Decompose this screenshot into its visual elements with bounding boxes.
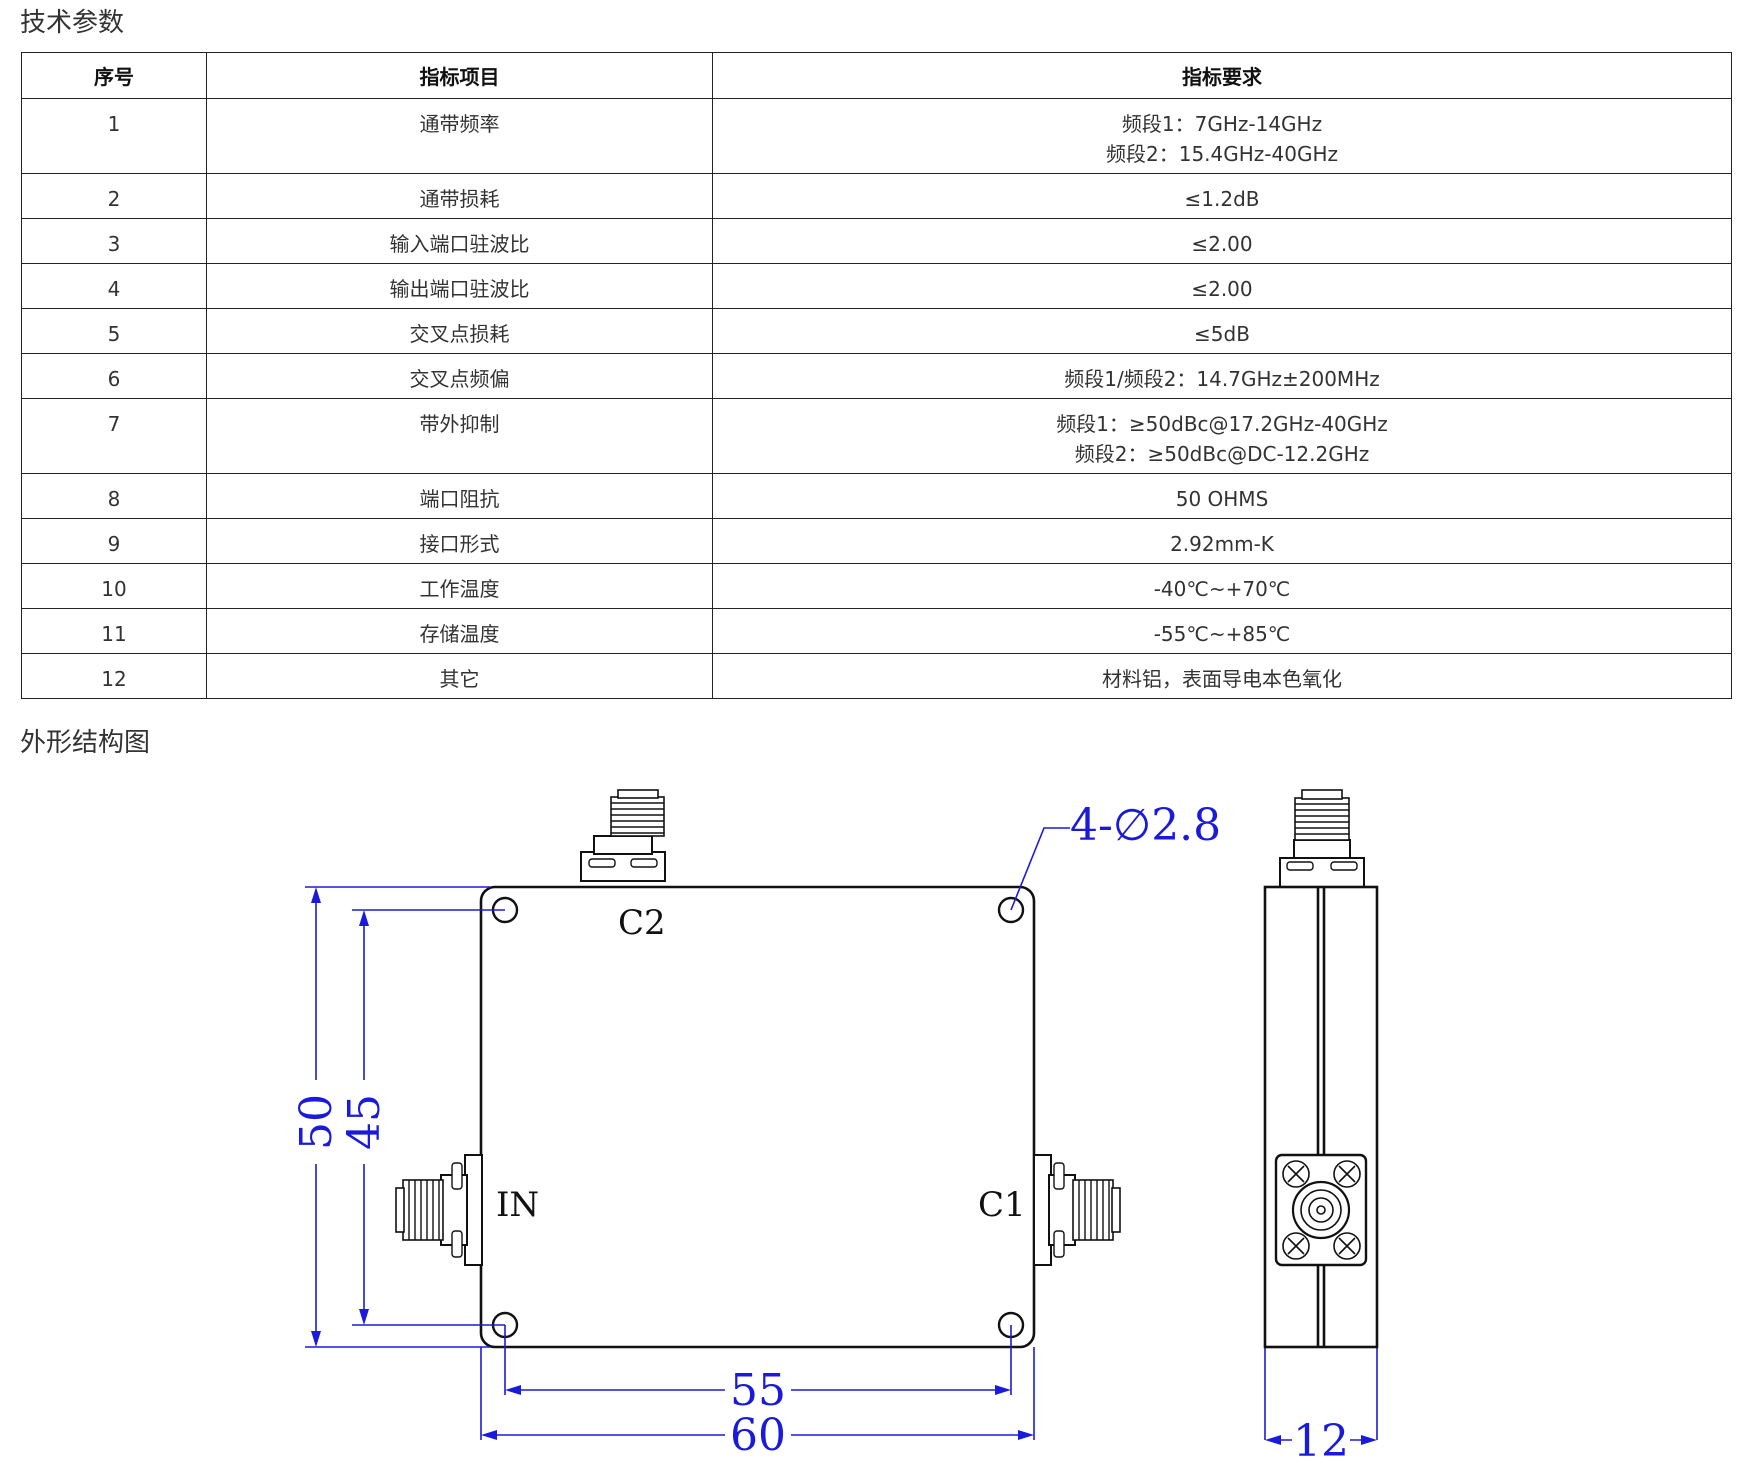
cell-requirement: 频段1：7GHz-14GHz 频段2：15.4GHz-40GHz [712,98,1732,174]
cell-no: 3 [21,218,207,264]
header-requirement: 指标要求 [712,52,1732,99]
requirement-line: -40℃~+70℃ [1153,577,1291,601]
cell-item: 输出端口驻波比 [206,263,713,309]
requirement-line: 材料铝，表面导电本色氧化 [1102,667,1342,691]
requirement-line: ≤5dB [1194,322,1250,346]
cell-no: 7 [21,398,207,474]
cell-requirement: -55℃~+85℃ [712,608,1732,654]
dim-width-60: 60 [730,1410,786,1461]
requirement-line: 频段1/频段2：14.7GHz±200MHz [1064,367,1380,391]
requirement-line: -55℃~+85℃ [1153,622,1291,646]
requirement-line: ≤1.2dB [1184,187,1260,211]
requirement-line: 频段1：7GHz-14GHz [1121,112,1323,136]
connector-right [1033,1154,1121,1266]
side-view [1263,789,1379,1349]
cell-item: 端口阻抗 [206,473,713,519]
cell-requirement: -40℃~+70℃ [712,563,1732,609]
cell-no: 8 [21,473,207,519]
cell-no: 5 [21,308,207,354]
cell-no: 2 [21,173,207,219]
requirement-line: 2.92mm-K [1170,532,1274,556]
cell-no: 10 [21,563,207,609]
cell-no: 1 [21,98,207,174]
cell-item: 通带频率 [206,98,713,174]
cell-item: 工作温度 [206,563,713,609]
hole-note: 4-∅2.8 [1070,800,1221,851]
port-label-in: IN [496,1185,539,1225]
cell-requirement: ≤1.2dB [712,173,1732,219]
dim-thickness-12: 12 [1293,1416,1349,1467]
cell-item: 通带损耗 [206,173,713,219]
cell-requirement: 材料铝，表面导电本色氧化 [712,653,1732,699]
cell-requirement: 频段1：≥50dBc@17.2GHz-40GHz 频段2：≥50dBc@DC-12… [712,398,1732,474]
cell-requirement: 50 OHMS [712,473,1732,519]
dim-height-50: 50 [291,1094,342,1150]
cell-item: 存储温度 [206,608,713,654]
port-label-c2: C2 [618,903,666,943]
connector-top [580,789,666,882]
mounting-hole-icon [997,896,1025,924]
cell-no: 6 [21,353,207,399]
section-title-specs: 技术参数 [20,8,125,38]
housing-body [479,885,1036,1349]
cell-requirement: 2.92mm-K [712,518,1732,564]
connector-left [395,1154,483,1266]
requirement-line: 频段2：15.4GHz-40GHz [1106,142,1338,166]
front-view [395,789,1121,1349]
cell-no: 9 [21,518,207,564]
section-title-outline: 外形结构图 [20,728,151,758]
table-header-row: 序号 指标项目 指标要求 [21,52,1732,99]
port-label-c1: C1 [978,1185,1026,1225]
dim-height-45: 45 [339,1094,390,1150]
requirement-line: 50 OHMS [1175,487,1269,511]
dim-width-55: 55 [730,1365,786,1416]
cell-requirement: ≤2.00 [712,263,1732,309]
cell-item: 输入端口驻波比 [206,218,713,264]
cell-item: 其它 [206,653,713,699]
requirement-line: ≤2.00 [1191,232,1253,256]
outline-drawing: C2 IN C1 4-∅2.8 50 45 55 60 12 [291,789,1379,1467]
cell-item: 交叉点损耗 [206,308,713,354]
requirement-line: 频段2：≥50dBc@DC-12.2GHz [1074,442,1370,466]
cell-requirement: ≤2.00 [712,218,1732,264]
cell-requirement: 频段1/频段2：14.7GHz±200MHz [712,353,1732,399]
cell-item: 接口形式 [206,518,713,564]
cell-no: 4 [21,263,207,309]
cell-item: 交叉点频偏 [206,353,713,399]
header-item: 指标项目 [206,52,713,99]
requirement-line: ≤2.00 [1191,277,1253,301]
cell-requirement: ≤5dB [712,308,1732,354]
header-no: 序号 [21,52,207,99]
cell-no: 11 [21,608,207,654]
cell-item: 带外抑制 [206,398,713,474]
requirement-line: 频段1：≥50dBc@17.2GHz-40GHz [1056,412,1388,436]
cell-no: 12 [21,653,207,699]
